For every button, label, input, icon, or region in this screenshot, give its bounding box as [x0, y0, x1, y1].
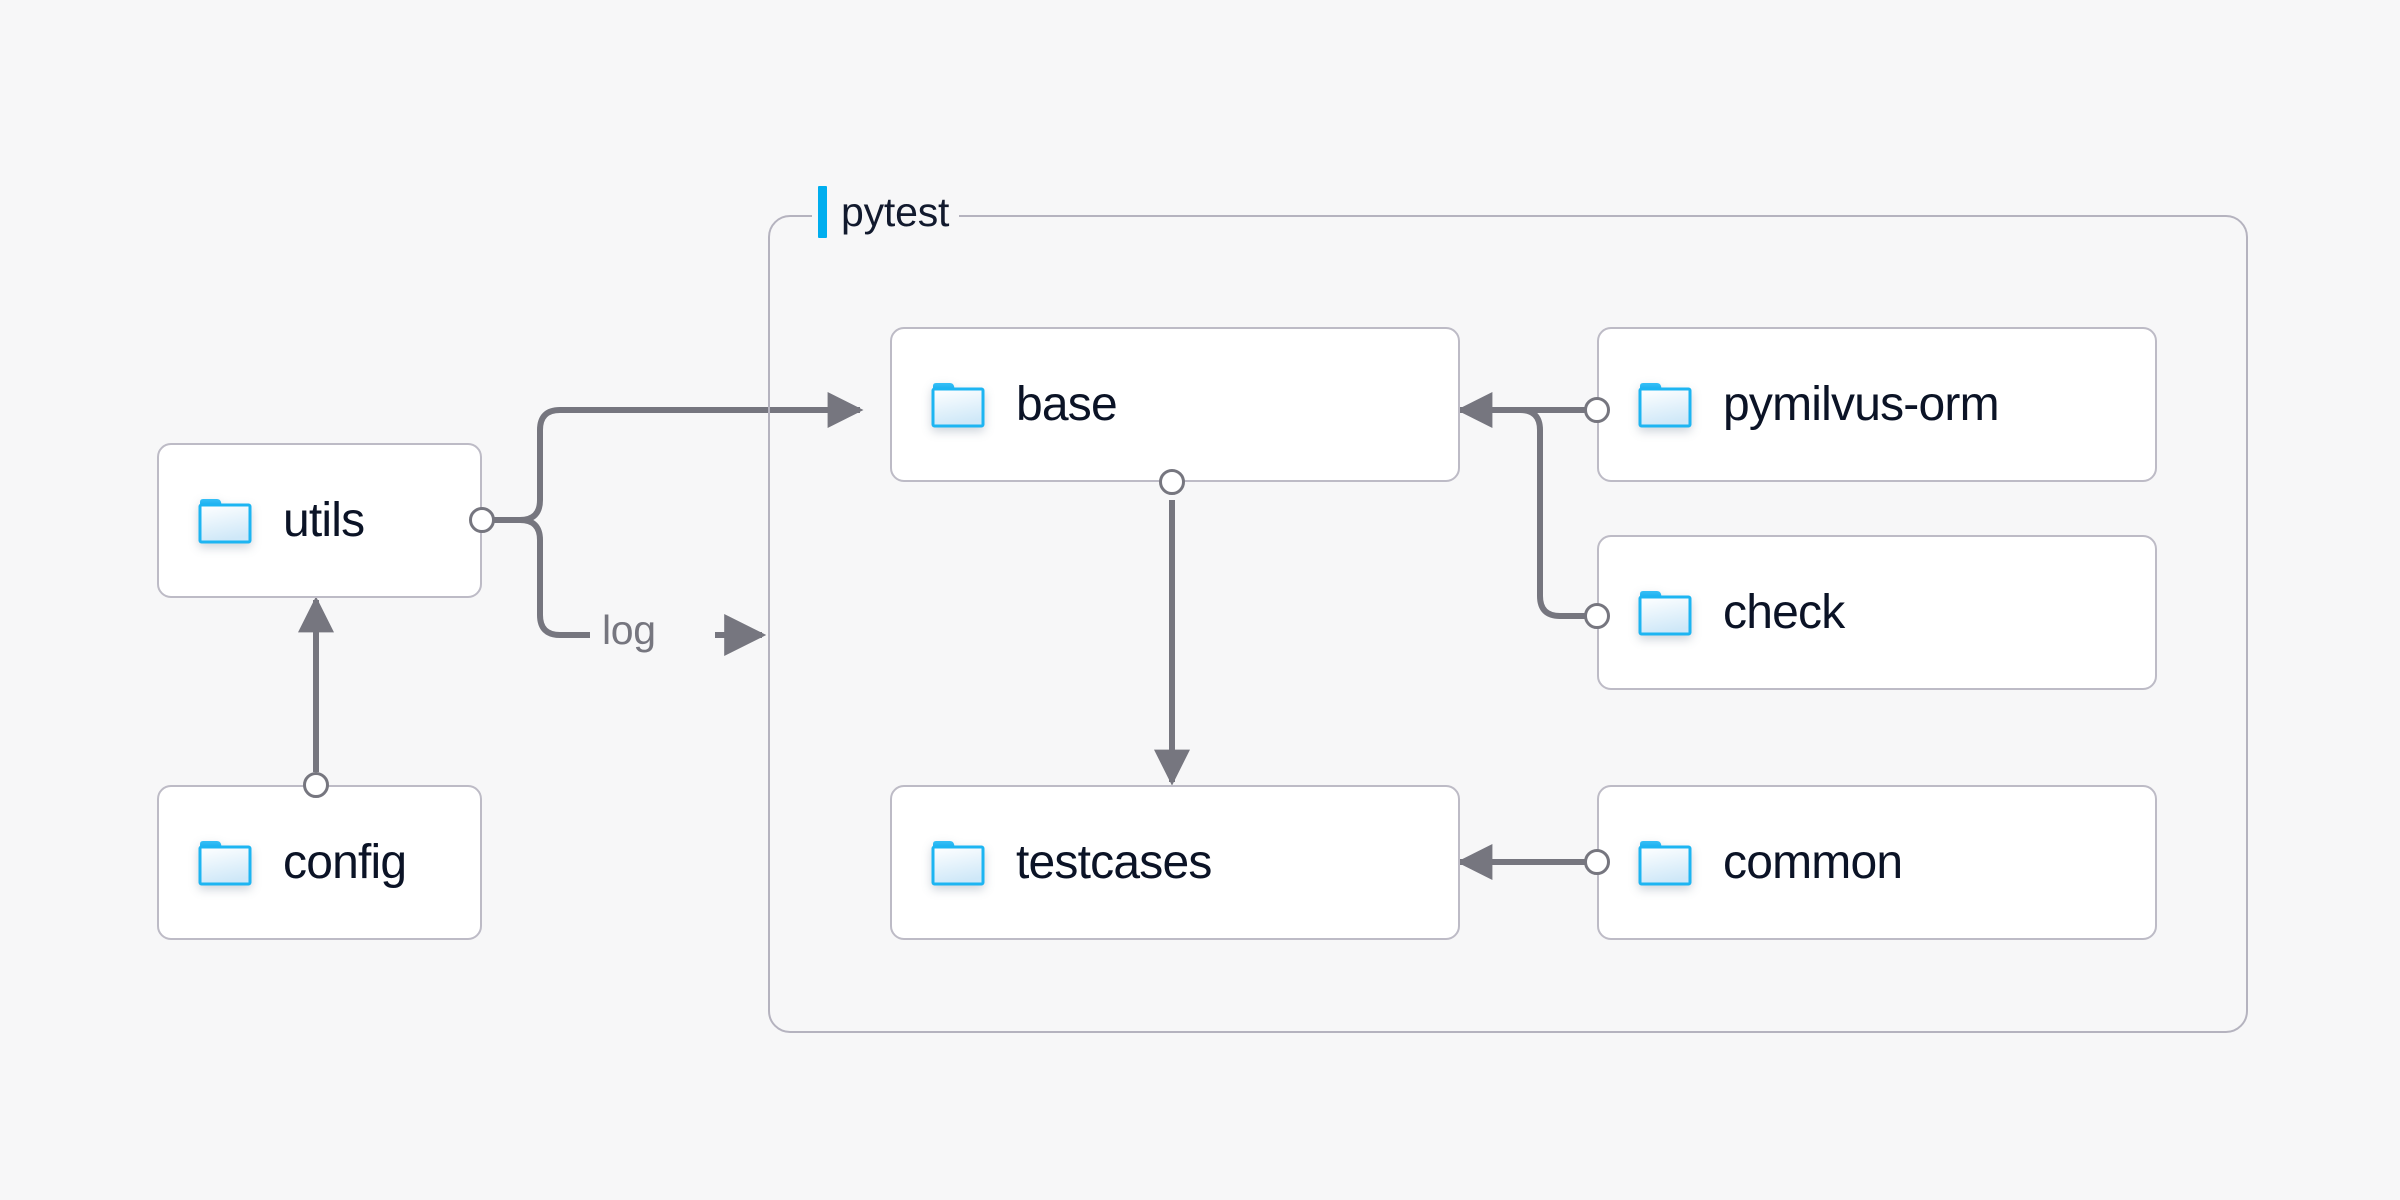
node-label: config [283, 836, 407, 889]
group-pytest[interactable] [768, 215, 2248, 1033]
folder-icon [930, 381, 986, 429]
node-label: pymilvus-orm [1723, 378, 2000, 431]
folder-icon [197, 497, 253, 545]
port-config-top[interactable] [303, 772, 329, 798]
port-check-left[interactable] [1584, 603, 1610, 629]
port-common-left[interactable] [1584, 849, 1610, 875]
folder-icon [1637, 381, 1693, 429]
node-config[interactable]: config [157, 785, 482, 940]
port-utils-right[interactable] [469, 507, 495, 533]
node-testcases[interactable]: testcases [890, 785, 1460, 940]
port-pymilvus-orm-left[interactable] [1584, 397, 1610, 423]
group-title-text: pytest [841, 188, 950, 235]
node-utils[interactable]: utils [157, 443, 482, 598]
folder-icon [930, 839, 986, 887]
node-label: base [1016, 378, 1118, 431]
folder-icon [1637, 589, 1693, 637]
accent-bar-icon [818, 186, 827, 238]
edge-label-log: log [602, 607, 656, 653]
folder-icon [1637, 839, 1693, 887]
edge-check-base [1460, 407, 1585, 619]
node-pymilvus-orm[interactable]: pymilvus-orm [1597, 327, 2157, 482]
port-base-bottom[interactable] [1159, 469, 1185, 495]
node-common[interactable]: common [1597, 785, 2157, 940]
node-label: common [1723, 836, 1903, 889]
group-pytest-label: pytest [812, 185, 960, 239]
folder-icon [197, 839, 253, 887]
node-label: testcases [1016, 836, 1212, 889]
node-check[interactable]: check [1597, 535, 2157, 690]
node-label: utils [283, 494, 365, 547]
node-label: check [1723, 586, 1845, 639]
edge-utils-log [487, 517, 590, 638]
node-base[interactable]: base [890, 327, 1460, 482]
